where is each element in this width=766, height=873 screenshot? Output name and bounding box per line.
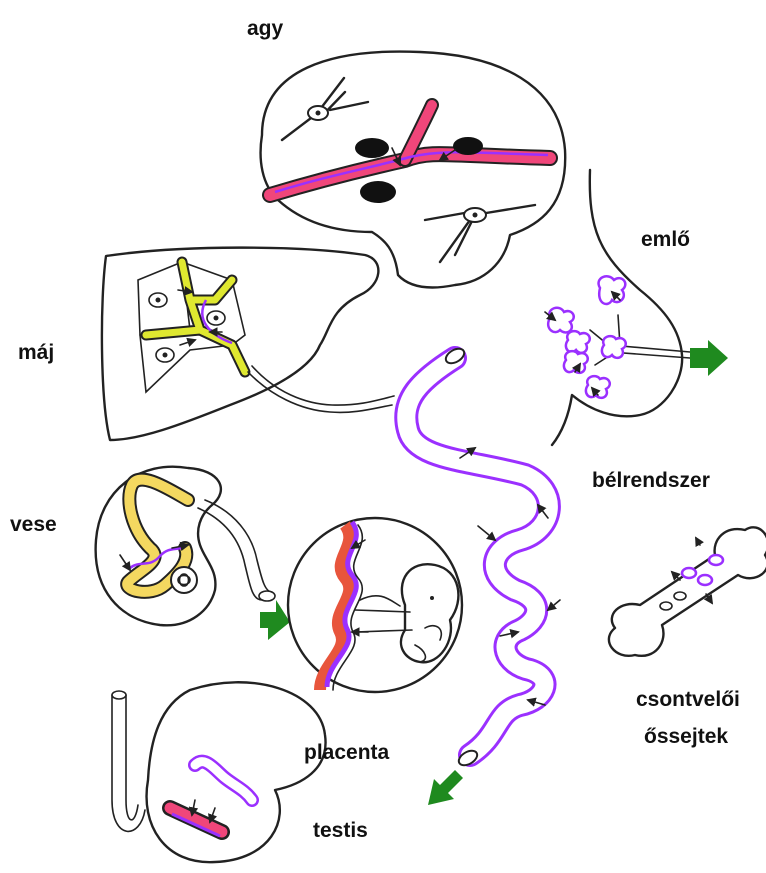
label-kidney: vese	[10, 512, 57, 538]
label-intestine: bélrendszer	[592, 468, 710, 494]
bone-illustration	[609, 527, 766, 656]
liver-illustration	[102, 248, 394, 440]
label-liver: máj	[18, 340, 54, 366]
brain-illustration	[261, 52, 566, 288]
kidney-illustration	[96, 467, 290, 640]
label-placenta: placenta	[304, 740, 389, 766]
testis-illustration	[112, 682, 326, 862]
label-testis: testis	[313, 818, 368, 844]
label-brain: agy	[247, 16, 283, 42]
label-bone-marrow-line2: őssejtek	[644, 724, 728, 750]
breast-illustration	[545, 170, 728, 445]
label-breast: emlő	[641, 227, 690, 253]
placenta-illustration	[288, 518, 462, 692]
label-bone-marrow-line1: csontvelői	[636, 687, 740, 713]
